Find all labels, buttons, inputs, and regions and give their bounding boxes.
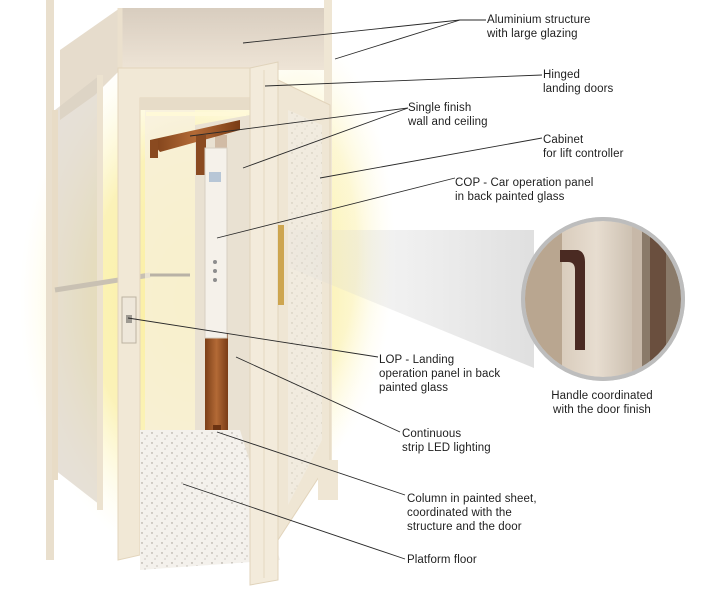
label-led-lighting: Continuous strip LED lighting: [402, 428, 491, 454]
label-hinged-landing-doors: Hinged landing doors: [543, 69, 614, 95]
platform-floor: [140, 430, 280, 570]
label-cop: COP - Car operation panel in back painte…: [455, 177, 594, 203]
landing-door: [277, 79, 338, 542]
label-aluminium-structure: Aluminium structure with large glazing: [487, 14, 591, 40]
label-lop: LOP - Landing operation panel in back pa…: [379, 354, 501, 394]
label-platform-floor: Platform floor: [407, 554, 477, 566]
leader-lines: [127, 19, 543, 560]
lop-panel-icon: [121, 296, 137, 344]
cop-panel-icon: [204, 147, 228, 339]
zoom-cone: [290, 230, 534, 368]
magnifier-detail-icon: [521, 217, 685, 381]
label-single-finish: Single finish wall and ceiling: [408, 102, 488, 128]
label-handle: Handle coordinated with the door finish: [551, 390, 653, 416]
door-column: [249, 61, 279, 586]
label-cabinet: Cabinet for lift controller: [543, 134, 624, 160]
label-column: Column in painted sheet, coordinated wit…: [407, 493, 537, 533]
